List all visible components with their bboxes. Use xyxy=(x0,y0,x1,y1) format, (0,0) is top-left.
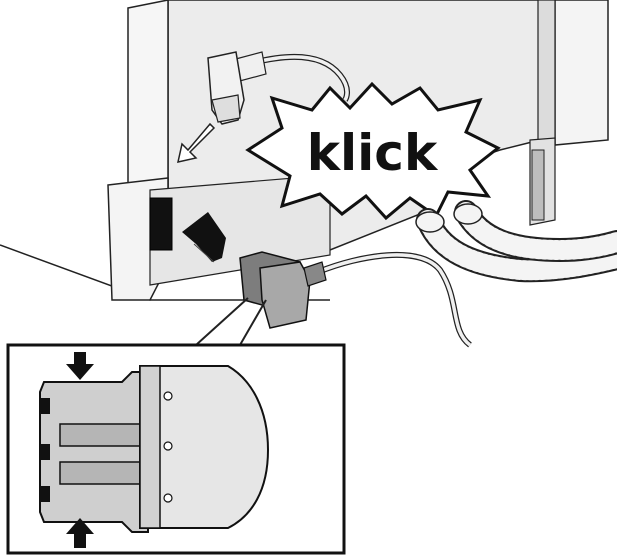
hose-1-end xyxy=(415,211,445,233)
closeup-screw-2 xyxy=(163,441,173,451)
upper-cable-inner xyxy=(244,55,349,102)
closeup-notch-3 xyxy=(40,486,50,502)
closeup-screw-1 xyxy=(163,391,173,401)
socket-slot xyxy=(149,197,173,251)
closeup-notch-1 xyxy=(40,398,50,414)
direction-arrow-icon xyxy=(177,122,216,163)
upper-plug-face xyxy=(211,94,241,123)
plugged-connector-front xyxy=(259,261,311,329)
klick-callout-burst xyxy=(245,81,501,221)
hose-1-fill xyxy=(418,210,617,281)
press-arrow-icon xyxy=(66,352,94,380)
lower-cable xyxy=(316,251,473,348)
appliance-side-left xyxy=(127,0,169,199)
closeup-latch-body xyxy=(39,371,149,533)
cabinet-column-dark-strip xyxy=(531,149,545,221)
hose-2-fill xyxy=(456,202,617,261)
push-arrow-icon-shadow xyxy=(193,243,215,263)
closeup-rib-bottom xyxy=(59,461,141,485)
closeup-rib-top xyxy=(59,423,141,447)
closeup-notch-2 xyxy=(40,444,50,460)
drain-hoses xyxy=(415,200,617,283)
cabinet-column-right-inner xyxy=(537,0,556,151)
cabinet-column-right xyxy=(554,0,609,146)
klick-callout-text: klick xyxy=(307,124,439,182)
closeup-screw-3 xyxy=(163,493,173,503)
detail-leader-line xyxy=(195,297,267,346)
closeup-main-body-edge xyxy=(139,365,161,529)
press-arrow-icon-bottom xyxy=(66,518,94,548)
push-arrow-icon xyxy=(182,212,226,262)
detail-connector-closeup xyxy=(39,365,270,533)
plugged-connector-strain-relief xyxy=(303,261,327,287)
lower-cable-inner xyxy=(317,253,472,347)
hose-2-end xyxy=(453,203,483,225)
closeup-main-body xyxy=(139,365,270,529)
